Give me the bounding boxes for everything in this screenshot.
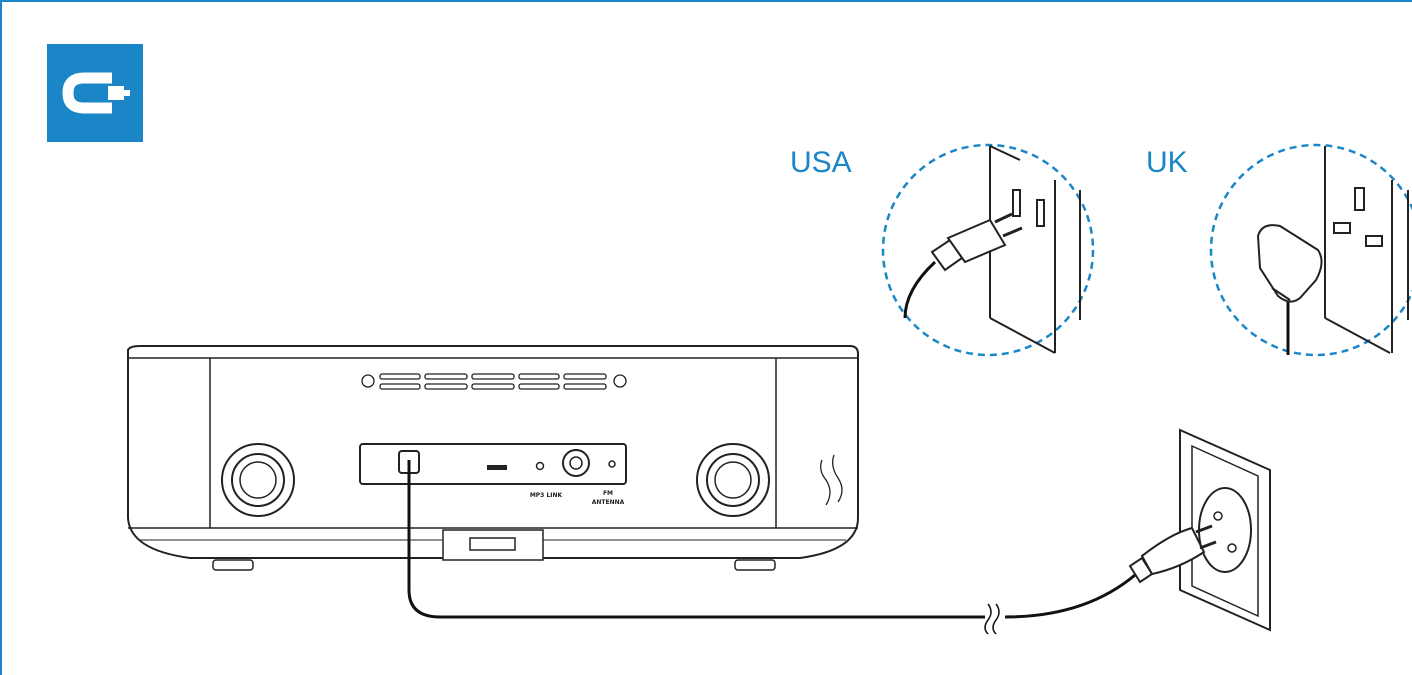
uk-label: UK bbox=[1146, 146, 1188, 179]
uk-plug bbox=[1256, 224, 1323, 303]
vent-slots bbox=[361, 373, 627, 390]
usa-label: USA bbox=[790, 146, 852, 179]
power-cable bbox=[407, 460, 1136, 619]
connector-panel bbox=[359, 443, 627, 485]
eu-plug bbox=[1128, 524, 1217, 584]
fm-label: FM bbox=[603, 490, 613, 497]
radio-device bbox=[127, 345, 859, 571]
right-speaker-port bbox=[696, 443, 770, 517]
usa-plug bbox=[930, 212, 1023, 272]
wall-socket bbox=[1179, 428, 1271, 632]
uk-inset bbox=[1209, 143, 1412, 357]
left-speaker-port bbox=[221, 443, 295, 517]
power-plug-icon bbox=[47, 44, 143, 142]
mp3-link-label: MP3 LINK bbox=[530, 492, 563, 499]
usa-inset bbox=[881, 143, 1095, 357]
antenna-label: ANTENNA bbox=[592, 499, 625, 506]
